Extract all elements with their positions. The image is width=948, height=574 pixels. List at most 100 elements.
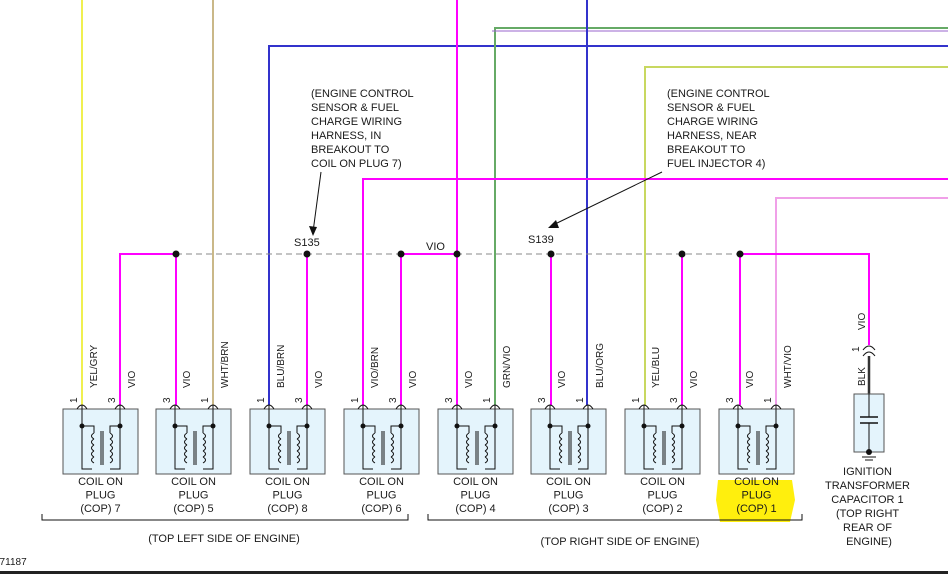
- coil-winding: [466, 432, 470, 440]
- coil-winding: [184, 438, 188, 446]
- coil-winding: [484, 456, 488, 464]
- coil-winding: [278, 438, 282, 446]
- coil-winding: [91, 438, 95, 446]
- bracket-right: [427, 514, 803, 521]
- winding-lead: [82, 425, 95, 433]
- wire-color-label: VIO: [745, 371, 756, 388]
- coil-winding: [466, 456, 470, 464]
- coil-winding: [109, 432, 113, 440]
- splice-dot: [547, 250, 555, 258]
- winding-lead: [578, 419, 589, 470]
- junction-dot: [172, 423, 178, 429]
- wire-color-label: VIO: [557, 371, 568, 388]
- arrow-s135: [312, 171, 322, 233]
- coil-winding: [372, 444, 376, 452]
- winding-lead: [484, 425, 495, 433]
- coil-winding: [466, 438, 470, 446]
- coil-winding: [577, 450, 581, 458]
- junction-dot: [679, 423, 685, 429]
- coil-winding: [91, 450, 95, 458]
- coil-winding: [390, 438, 394, 446]
- coil-winding: [671, 438, 675, 446]
- wire-color-label: YEL/GRY: [89, 345, 100, 388]
- coil-winding: [559, 444, 563, 452]
- coil-winding: [747, 456, 751, 464]
- wire-grn-vio: [494, 27, 948, 405]
- coil-winding: [671, 444, 675, 452]
- coil-winding: [559, 438, 563, 446]
- coil-winding: [765, 456, 769, 464]
- coil-winding: [577, 456, 581, 464]
- wire-color-label: VIO: [408, 371, 419, 388]
- coil-winding: [296, 450, 300, 458]
- wire-color-label: VIO: [464, 371, 475, 388]
- coil-winding: [765, 444, 769, 452]
- coil-winding: [484, 438, 488, 446]
- coil-winding: [484, 450, 488, 458]
- coil-winding: [671, 456, 675, 464]
- coil-winding: [202, 450, 206, 458]
- coil-winding: [559, 432, 563, 440]
- splice-points: [172, 250, 744, 258]
- coil-winding: [184, 444, 188, 452]
- capacitor-wire-top-label: VIO: [857, 313, 868, 330]
- coil-winding: [278, 444, 282, 452]
- winding-lead: [202, 425, 213, 433]
- junction-dot: [773, 423, 779, 429]
- winding-lead: [672, 419, 683, 470]
- splice-dot: [453, 250, 461, 258]
- coil-winding: [109, 438, 113, 446]
- pin-number: 3: [444, 397, 455, 403]
- coil-winding: [390, 444, 394, 452]
- pin-number: 3: [537, 397, 548, 403]
- winding-lead: [550, 425, 563, 433]
- bracket-right-line: [427, 514, 803, 521]
- coil-winding: [202, 456, 206, 464]
- pin-number: 1: [631, 397, 642, 403]
- ignition-capacitor: 1 VIO BLK IGNITION TRANSFORMER CAPACITOR…: [825, 313, 910, 548]
- wire-color-label: BLU/ORG: [595, 343, 606, 388]
- splice-label-s139: S139: [528, 234, 554, 246]
- pin-number: 3: [107, 397, 118, 403]
- wire-vio-brn: [362, 178, 948, 405]
- splice-dot: [397, 250, 405, 258]
- wire-blu-brn: [268, 45, 948, 405]
- coil-winding: [278, 456, 282, 464]
- coil-winding: [390, 450, 394, 458]
- junction-dot: [398, 423, 404, 429]
- coil-winding: [109, 456, 113, 464]
- coil-winding: [765, 450, 769, 458]
- coil-winding: [91, 432, 95, 440]
- coil-winding: [653, 450, 657, 458]
- coil-winding: [484, 432, 488, 440]
- coil-winding: [296, 456, 300, 464]
- coil-winding: [278, 432, 282, 440]
- wire-color-label: YEL/BLU: [651, 347, 662, 388]
- wire-color-label: WHT/VIO: [783, 345, 794, 388]
- splice-label-s135: S135: [294, 237, 320, 249]
- coil-winding: [109, 450, 113, 458]
- coil-winding: [372, 438, 376, 446]
- vio-bus-left: [119, 253, 176, 405]
- splice-dot: [736, 250, 744, 258]
- wire-color-label: VIO: [314, 371, 325, 388]
- pin-number: 3: [725, 397, 736, 403]
- capacitor-wire-bottom-label: BLK: [857, 367, 868, 386]
- wire-color-label: VIO: [689, 371, 700, 388]
- winding-lead: [296, 425, 307, 433]
- pin-number: 3: [669, 397, 680, 403]
- junction-dot: [585, 423, 591, 429]
- coil-winding: [653, 456, 657, 464]
- coil-winding: [372, 432, 376, 440]
- coil-winding: [202, 438, 206, 446]
- pin-number: 3: [294, 397, 305, 403]
- wire-color-label: VIO: [127, 371, 138, 388]
- coil-winding: [559, 450, 563, 458]
